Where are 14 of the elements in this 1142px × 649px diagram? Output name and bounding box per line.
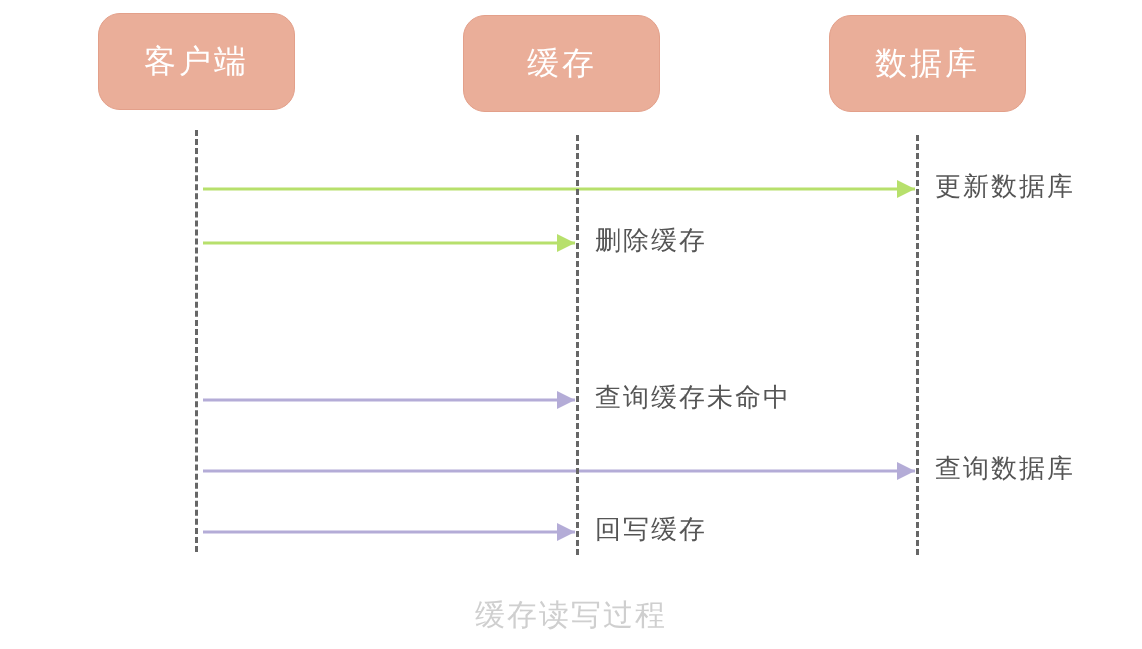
lifeline xyxy=(576,135,579,555)
participant-name: 缓存 xyxy=(526,42,597,84)
participant-name: 客户端 xyxy=(144,40,249,82)
arrow xyxy=(203,180,915,198)
participant-box xyxy=(463,15,660,112)
arrow xyxy=(203,523,575,541)
lifeline xyxy=(916,135,919,555)
arrow xyxy=(203,234,575,252)
participant-box xyxy=(98,13,295,110)
participant-box xyxy=(829,15,1026,112)
arrow xyxy=(203,462,915,480)
participant-name: 数据库 xyxy=(875,42,980,84)
lifeline xyxy=(195,130,198,552)
arrow xyxy=(203,391,575,409)
